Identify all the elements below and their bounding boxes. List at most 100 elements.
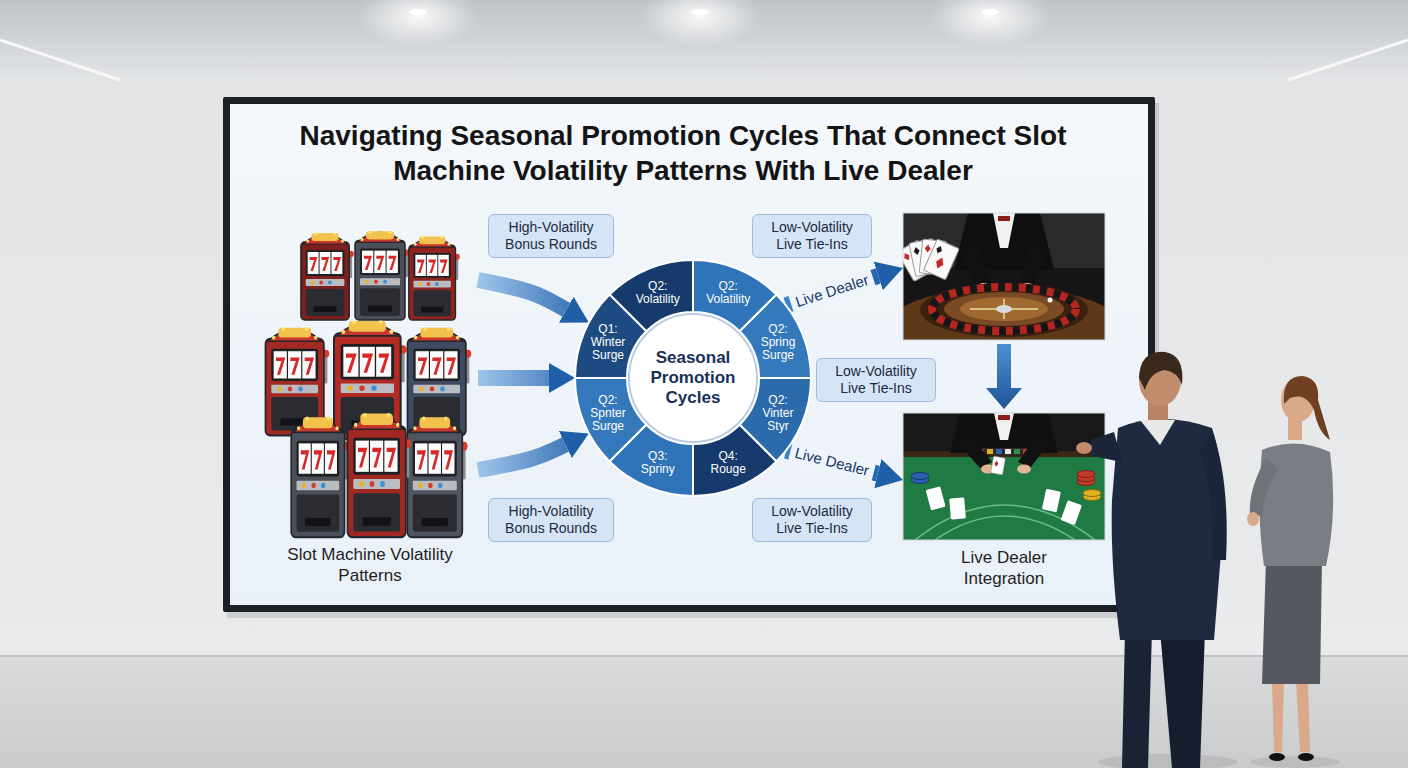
segment-label: Q3: Spriny — [632, 450, 684, 476]
presenter-man — [1076, 442, 1092, 454]
roulette-photo — [913, 246, 921, 255]
presenter-man — [1098, 754, 1238, 768]
segment-label: Q2: Volatility — [632, 280, 684, 306]
segment-label: Q4: Rouge — [702, 450, 754, 476]
slot-machine — [407, 416, 467, 537]
blackjack-photo — [955, 436, 992, 468]
live-tie-in-box: Low-Volatility Live Tie-Ins — [752, 498, 872, 542]
blackjack-photo — [991, 456, 1006, 475]
blackjack-photo — [1005, 449, 1011, 454]
blackjack-photo — [1017, 465, 1031, 474]
roulette-photo — [993, 213, 1015, 248]
display-screen — [223, 97, 1159, 618]
slot-machine — [348, 413, 412, 537]
ceiling-spotlight — [930, 0, 1050, 46]
flow-arrow — [478, 445, 565, 470]
presenter-woman — [1250, 458, 1278, 516]
presenter-man — [1160, 630, 1205, 768]
roulette-photo — [996, 305, 1012, 313]
down-arrow — [986, 344, 1022, 409]
box-text: Low-Volatility Live Tie-Ins — [761, 219, 863, 253]
diagram-title: Navigating Seasonal Promotion Cycles Tha… — [253, 118, 1113, 188]
presenter-woman — [1284, 376, 1330, 440]
blackjack-photo — [987, 449, 993, 454]
segment-label: Q2: Volatility — [702, 280, 754, 306]
segment-fill — [610, 425, 693, 496]
presenter-man — [1076, 352, 1238, 768]
roulette-photo — [924, 239, 960, 280]
blackjack-photo — [926, 486, 946, 510]
presenter-woman — [1272, 680, 1284, 752]
display-screen — [230, 104, 1148, 605]
roulette-photo — [944, 292, 1064, 326]
blackjack-photo — [1014, 449, 1020, 454]
room-wall — [0, 40, 120, 80]
segment-label: Q2: Spring Surge — [755, 323, 801, 362]
edge-label: Live Dealer — [788, 442, 876, 482]
ceiling-spotlight — [981, 9, 999, 15]
blackjack-photo — [996, 449, 1002, 454]
blackjack-photo — [991, 456, 1006, 475]
blackjack-photo — [994, 413, 1014, 440]
box-text: High-Volatility Bonus Rounds — [497, 219, 605, 253]
cycle-segment: Q3: Spriny — [608, 423, 695, 497]
caption-text: Slot Machine Volatility Patterns — [282, 544, 458, 586]
bonus-label-box: High-Volatility Bonus Rounds — [488, 214, 614, 258]
roulette-photo — [1048, 298, 1053, 303]
blackjack-photo — [935, 516, 1075, 540]
roulette-photo — [903, 213, 1105, 340]
title-holder: Navigating Seasonal Promotion Cycles Tha… — [253, 118, 1113, 188]
roulette-photo — [958, 245, 990, 285]
blackjack-photo — [1061, 500, 1082, 525]
blackjack-photo — [1077, 471, 1095, 478]
edge-label-holder: Live Dealer — [788, 442, 876, 482]
blackjack-photo — [903, 413, 1105, 540]
box-text: Low-Volatility Live Tie-Ins — [825, 363, 927, 397]
caption-text: Live Dealer Integration — [929, 547, 1079, 589]
blackjack-photo — [1018, 436, 1052, 468]
presenter-woman — [1250, 756, 1340, 768]
ring-center — [629, 314, 757, 442]
roulette-photo — [903, 213, 1105, 340]
cycle-segment: Q1: Winter Surge — [574, 293, 648, 380]
flow-arrow — [478, 280, 566, 310]
roulette-photo — [935, 245, 944, 255]
blackjack-photo — [911, 473, 929, 480]
slot-machine-group: Slot Machine Volatility Patterns — [262, 222, 478, 586]
roulette-photo — [903, 252, 911, 262]
ceiling-spotlight — [409, 9, 427, 15]
ceiling-spotlight — [691, 9, 709, 15]
presenter-woman — [1247, 512, 1259, 526]
promotion-cycle-ring: Seasonal Promotion CyclesQ2: VolatilityQ… — [575, 260, 811, 496]
presenter-man — [1122, 630, 1152, 768]
presenter-woman — [1296, 680, 1310, 752]
segment-fill — [575, 295, 646, 378]
blackjack-photo — [949, 497, 966, 519]
roulette-photo — [970, 299, 1038, 319]
box-text: High-Volatility Bonus Rounds — [497, 503, 605, 537]
blackjack-photo — [994, 460, 999, 467]
ring-outline — [575, 260, 811, 496]
roulette-photo — [1020, 245, 1050, 285]
edge-label-holder: Live Dealer — [788, 268, 876, 313]
roulette-photo — [934, 256, 946, 270]
segment-label: Q1: Winter Surge — [585, 323, 631, 362]
blackjack-photo — [1042, 489, 1061, 513]
live-tie-in-box: Low-Volatility Live Tie-Ins — [816, 358, 936, 402]
blackjack-photo — [903, 413, 1105, 540]
box-text: Low-Volatility Live Tie-Ins — [761, 503, 863, 537]
ceiling-spotlight — [358, 0, 1050, 46]
illustration-area — [262, 222, 478, 544]
live-tie-in-box: Low-Volatility Live Tie-Ins — [752, 214, 872, 258]
blackjack-photo — [998, 415, 1010, 420]
display-screen — [227, 103, 1159, 618]
segment-fill — [693, 425, 776, 496]
ceiling-spotlight — [640, 0, 760, 46]
slot-machine — [409, 236, 460, 320]
presenter-man — [1090, 432, 1122, 462]
presenter-woman — [1269, 753, 1285, 761]
room-wall — [1288, 40, 1408, 80]
flow-arrow — [478, 370, 549, 386]
cycle-segment: Q4: Rouge — [692, 423, 778, 497]
